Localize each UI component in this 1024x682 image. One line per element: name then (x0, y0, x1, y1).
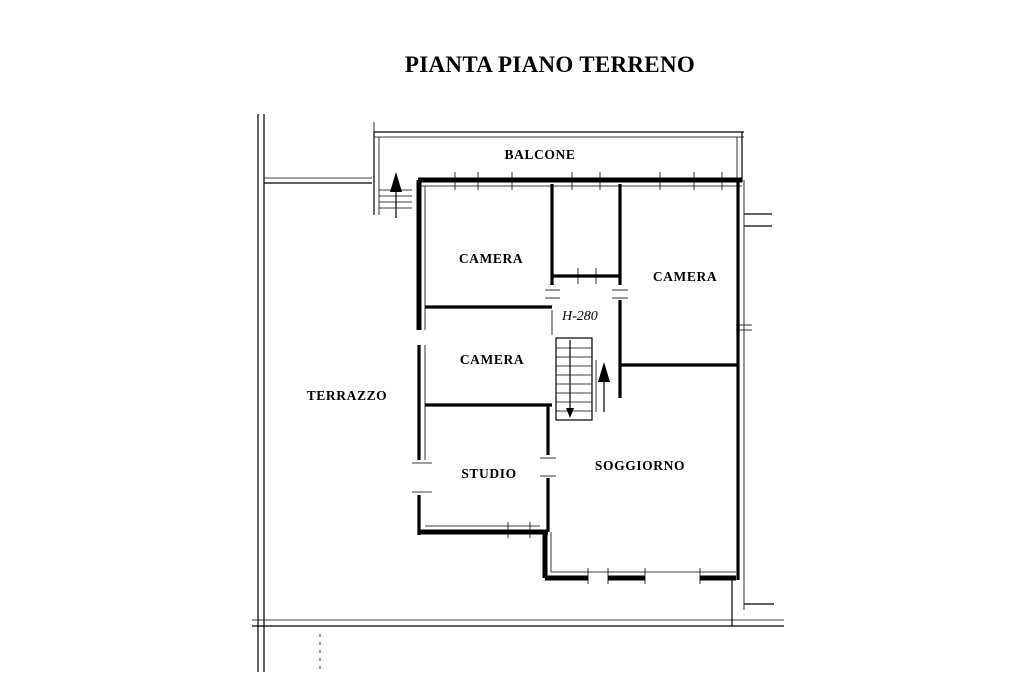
room-label-balcone: BALCONE (505, 147, 576, 162)
room-label-camera-1: CAMERA (459, 251, 523, 266)
room-label-studio: STUDIO (461, 466, 516, 481)
exterior-walls (412, 172, 774, 626)
down-arrow-icon (566, 408, 574, 418)
balcony-railing (373, 122, 744, 215)
room-label-camera-3: CAMERA (653, 269, 717, 284)
interior-staircase (555, 337, 610, 421)
room-label-terrazzo: TERRAZZO (307, 388, 388, 403)
stair-up-arrow-icon (598, 362, 610, 382)
terrace-boundary (252, 114, 784, 672)
plan-title: PIANTA PIANO TERRENO (404, 52, 696, 77)
ceiling-height-note: H-280 (561, 309, 598, 324)
up-arrow-icon (390, 172, 402, 192)
room-label-camera-2: CAMERA (460, 352, 524, 367)
room-label-soggiorno: SOGGIORNO (595, 458, 685, 473)
interior-walls (425, 184, 738, 532)
exterior-steps (379, 172, 412, 218)
